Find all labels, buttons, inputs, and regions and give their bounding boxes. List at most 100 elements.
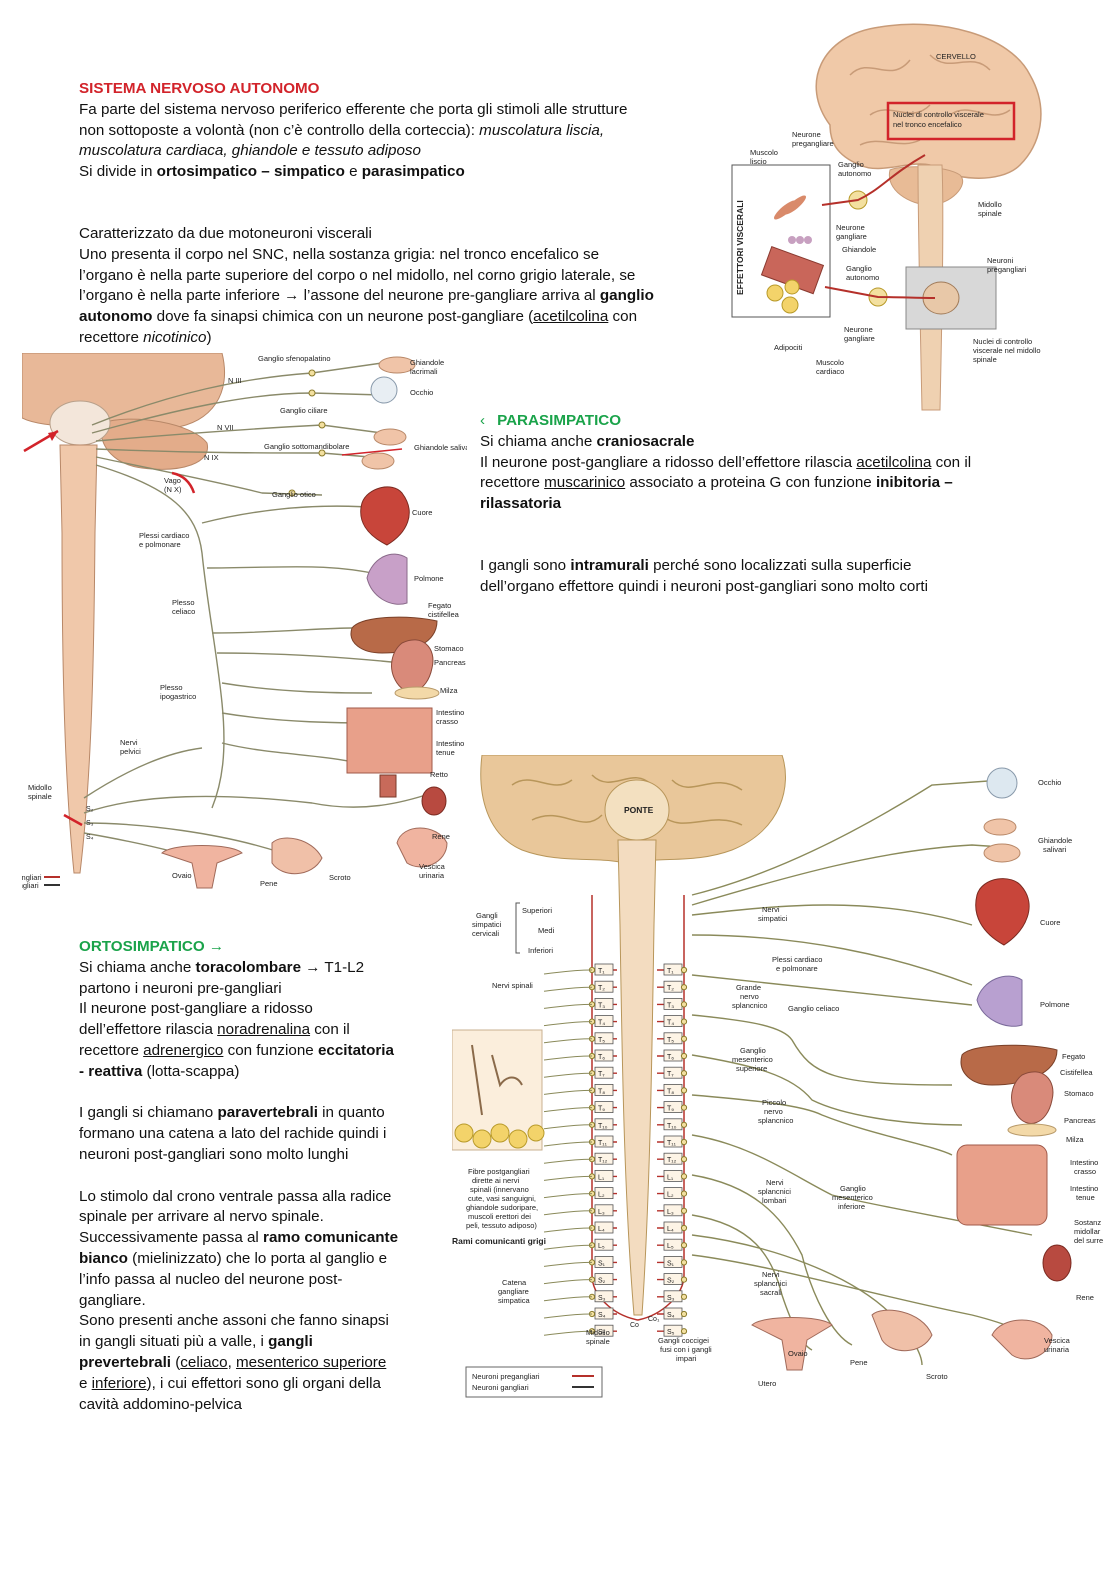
spinal-segment-label: S₂ <box>598 1278 606 1285</box>
gray-ramus <box>543 1038 593 1044</box>
spinal-segment-label: S₄ <box>598 1312 606 1319</box>
para-line: recettore muscarinico associato a protei… <box>480 473 1070 494</box>
stomach-shape <box>1011 1071 1054 1124</box>
orto-label: Stomaco <box>1064 1089 1094 1098</box>
text-span: ), i cui effettori sono gli organi della <box>146 1374 381 1392</box>
para-label: cistifellea <box>428 610 460 619</box>
text-span: recettore <box>79 328 144 346</box>
orto-label: spinale <box>586 1337 610 1346</box>
text-span: e <box>79 1374 92 1392</box>
orto-label: Ganglio celiaco <box>788 1004 839 1013</box>
section-title: ORTOSIMPATICO → <box>79 938 225 955</box>
orto-label: Fibre postgangliari <box>468 1167 530 1176</box>
text-span: noradrenalina <box>217 1021 311 1039</box>
brain-shape <box>815 23 1042 179</box>
orto-label: impari <box>676 1354 697 1363</box>
spinal-segment-label: L₄ <box>598 1226 605 1233</box>
spinal-segment-label: T₁₀ <box>598 1123 608 1130</box>
text-span: Successivamente passa al <box>79 1229 264 1247</box>
spacer <box>79 1166 439 1187</box>
orto-label: Gangli coccigei <box>658 1336 709 1345</box>
gray-ramus <box>543 1158 593 1164</box>
orto-label: ghiandole sudoripare, <box>466 1203 538 1212</box>
para-label: Retto <box>430 770 448 779</box>
salivary-gland-shape <box>983 818 1017 836</box>
para-label: Vago <box>164 476 181 485</box>
spinal-segment-label: S₃ <box>598 1295 606 1302</box>
chain-ganglion <box>680 1224 688 1232</box>
bladder-shape <box>991 1319 1053 1360</box>
ponte-label: PONTE <box>624 805 654 815</box>
orto-label: Midollo <box>586 1328 610 1337</box>
brain-label: Neurone <box>836 223 865 232</box>
gray-ramus <box>543 1330 593 1336</box>
spinal-segment-label: S₃ <box>86 820 94 827</box>
text-span: gangli <box>268 1333 313 1351</box>
spinal-segment-label: L₄ <box>667 1226 674 1233</box>
para-label: Fegato <box>428 601 451 610</box>
kidney-shape <box>1042 1244 1072 1282</box>
text-span: parasimpatico <box>361 163 465 181</box>
spinal-segment-label: S₄ <box>667 1312 675 1319</box>
gray-ramus <box>543 1089 593 1095</box>
text-span: intramurali <box>570 556 649 574</box>
para-label: Plesso <box>160 683 183 692</box>
section-title-row: ‹PARASIMPATICO <box>480 411 1070 432</box>
orto-label: Gangli <box>476 911 498 920</box>
cervello-label: CERVELLO <box>936 52 976 61</box>
brain-label: Muscolo <box>750 148 778 157</box>
text-span: Si divide in <box>79 163 157 181</box>
text-span: prevertebrali <box>79 1353 172 1371</box>
text-span: inferiore <box>91 1374 147 1392</box>
adipocyte <box>784 279 800 295</box>
text-span: acetilcolina <box>856 453 932 471</box>
text-span: ramo comunicante <box>263 1229 399 1247</box>
text-span: dell’effettore rilascia <box>79 1021 218 1039</box>
spinal-segment-label: S₄ <box>86 834 94 841</box>
orto-line: in gangli situati più a valle, i gangli <box>79 1332 439 1353</box>
text-span: eccitatoria <box>317 1041 394 1059</box>
vagus-mark <box>171 471 196 494</box>
spinal-segment-label: T₅ <box>598 1037 605 1044</box>
salivary-gland-shape <box>361 452 395 470</box>
para-label: Pene <box>260 879 278 888</box>
spinal-segment-label: T₁ <box>598 968 605 975</box>
spinal-segment-label: S₁ <box>598 1260 606 1267</box>
spinal-segment-label: Co₁ <box>648 1316 660 1323</box>
para-label: lacrimali <box>410 367 438 376</box>
parasympathetic-figure: Ganglio sfenopalatino N III N VII N IX G… <box>22 353 467 890</box>
spacer <box>79 1083 439 1104</box>
brain-label: Ghiandole <box>842 245 876 254</box>
para-label: crasso <box>436 717 458 726</box>
legend-label: Neuroni gangliari <box>22 881 39 890</box>
intestine-shape <box>346 707 433 774</box>
brain-label: Adipociti <box>774 343 803 352</box>
brain-label: spinale <box>978 209 1002 218</box>
spinal-segment-label: T₁₂ <box>667 1157 677 1164</box>
orto-label: Ghiandole <box>1038 836 1072 845</box>
brain-effectors-figure: Nuclei di controllo viscerale nel tronco… <box>731 23 1042 411</box>
ortosimpatico-section: ORTOSIMPATICO → Si chiama anche toracolo… <box>79 937 439 1415</box>
brain-label: cardiaco <box>816 367 844 376</box>
brain-label: spinale <box>973 355 997 364</box>
para-line: dell’organo effettore quindi i neuroni p… <box>480 577 929 595</box>
orto-label: Scroto <box>926 1372 948 1381</box>
gray-ramus <box>543 1296 593 1302</box>
text-span: autonomo <box>79 308 153 326</box>
spinal-segment-label: T₈ <box>598 1088 605 1095</box>
gland-cell <box>788 236 796 244</box>
preganglionic-nerve <box>821 154 926 206</box>
orto-label: Vescica <box>1044 1336 1071 1345</box>
brain-label: viscerale nel midollo <box>973 346 1041 355</box>
spinal-segment-label: T₄ <box>598 1020 605 1027</box>
para-line: Il neurone post-gangliare a ridosso dell… <box>480 453 1070 474</box>
legend-label: Neuroni pregangliari <box>472 1372 540 1381</box>
gray-ramus <box>543 1107 593 1113</box>
text-span: → T1-L2 <box>301 958 365 976</box>
spinal-segment-label: Co <box>630 1322 639 1329</box>
para-label: Ovaio <box>172 871 192 880</box>
orto-label: Ganglio <box>740 1046 766 1055</box>
intestine-shape <box>956 1144 1048 1226</box>
